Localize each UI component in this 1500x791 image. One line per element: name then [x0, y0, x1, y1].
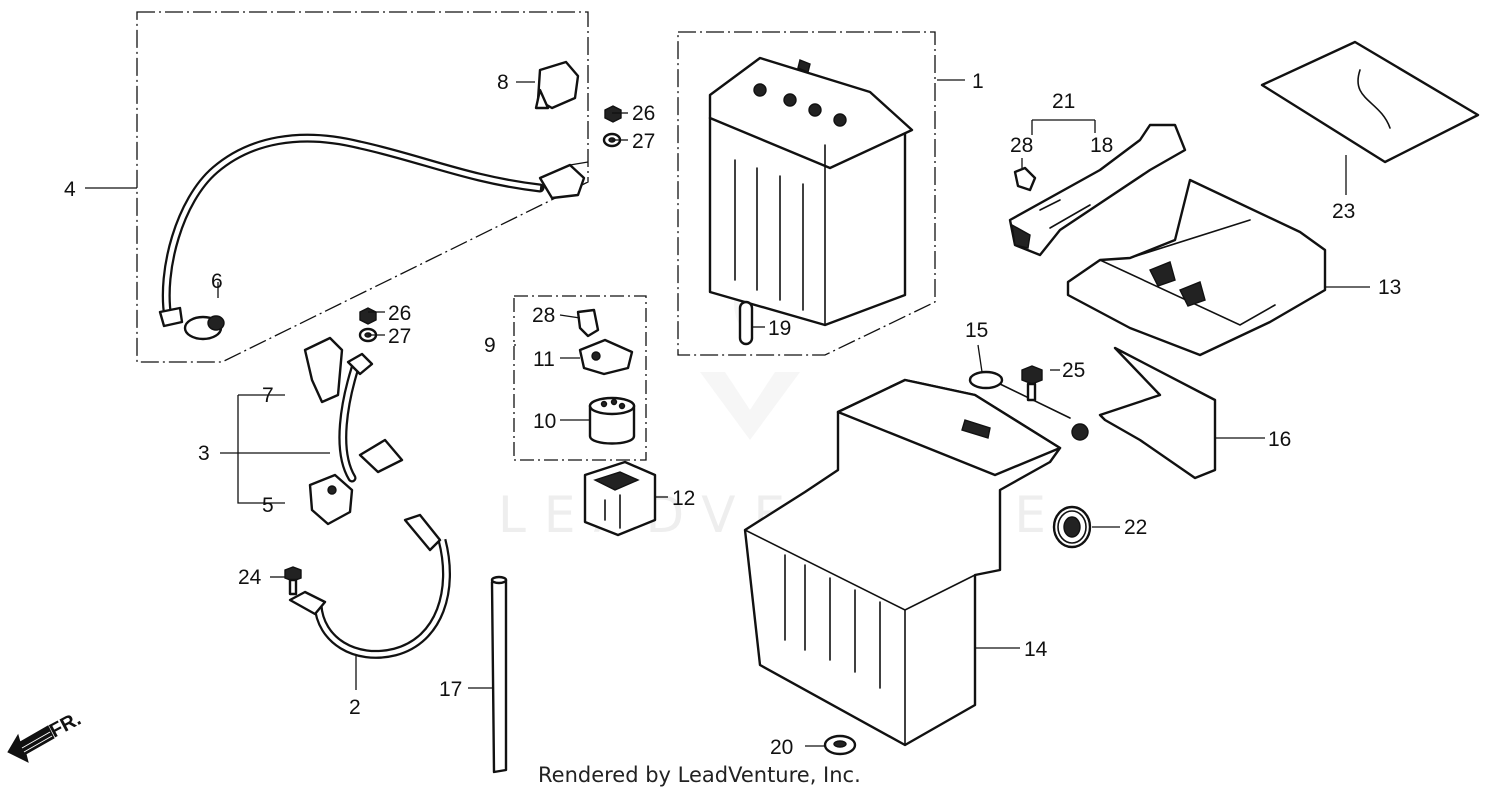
label-part-28-band: 28 [1010, 134, 1033, 157]
label-part-24: 24 [238, 566, 262, 589]
leader-lines [85, 79, 1370, 747]
label-part-4: 4 [64, 178, 76, 201]
label-part-28-relay: 28 [532, 304, 555, 327]
caution-label-part-23 [1260, 40, 1480, 164]
grommet-part-22 [1052, 505, 1092, 549]
breather-tube-part-19 [738, 300, 754, 346]
label-part-13: 13 [1378, 276, 1401, 299]
band-clip-part-28 [1013, 166, 1037, 192]
label-part-16: 16 [1268, 428, 1291, 451]
label-part-19: 19 [768, 317, 791, 340]
bolt-part-25 [1021, 365, 1043, 402]
callout-labels: 1 2 3 4 5 6 7 8 9 10 11 12 13 14 15 16 1… [64, 70, 1401, 759]
render-credit: Rendered by LeadVenture, Inc. [538, 763, 861, 787]
battery-cable-part-4 [158, 133, 586, 328]
fuse-holder-part-11 [578, 338, 634, 376]
terminal-cover-part-7 [303, 336, 344, 404]
breather-tube-part-17 [490, 575, 508, 774]
label-part-8: 8 [497, 71, 509, 94]
label-part-2: 2 [349, 696, 361, 719]
battery-stay-part-16 [1098, 346, 1217, 480]
battery-part-1 [708, 56, 914, 327]
bolt-part-24 [284, 566, 302, 596]
label-part-1: 1 [972, 70, 984, 93]
label-part-3: 3 [198, 442, 210, 465]
group-box-battery-cable [136, 11, 589, 363]
label-part-26-lower: 26 [388, 302, 411, 325]
terminal-cover-part-5 [308, 473, 354, 526]
label-part-9: 9 [484, 334, 496, 357]
label-part-6: 6 [211, 270, 223, 293]
label-part-10: 10 [533, 410, 556, 433]
terminal-cap-part-6 [183, 315, 225, 341]
nut-part-26-lower [359, 307, 377, 325]
label-part-23: 23 [1332, 200, 1355, 223]
label-part-27-lower: 27 [388, 325, 411, 348]
starter-cable-part-3 [338, 352, 404, 483]
label-part-12: 12 [672, 487, 695, 510]
terminal-cover-part-8 [534, 60, 580, 110]
battery-case-part-14 [743, 378, 1062, 747]
ground-cable-part-2 [288, 513, 451, 659]
nut-part-26-top [604, 105, 622, 123]
label-part-5: 5 [262, 494, 274, 517]
fuse-part-28-relay [576, 308, 600, 338]
label-part-15: 15 [965, 319, 988, 342]
label-part-17: 17 [439, 678, 462, 701]
label-part-20: 20 [770, 736, 793, 759]
label-part-25: 25 [1062, 359, 1085, 382]
battery-band-part-18 [1008, 123, 1187, 257]
label-part-18: 18 [1090, 134, 1113, 157]
label-part-11: 11 [533, 348, 555, 371]
label-part-14: 14 [1024, 638, 1048, 661]
label-part-27-top: 27 [632, 130, 655, 153]
battery-cover-part-13 [1066, 178, 1327, 357]
relay-cover-part-12 [583, 460, 657, 537]
label-part-21: 21 [1052, 90, 1075, 113]
label-part-22: 22 [1124, 516, 1147, 539]
label-part-26-top: 26 [632, 102, 655, 125]
group-box-starter-relay [513, 295, 647, 461]
front-direction-arrow-icon [7, 725, 55, 763]
starter-relay-part-10 [588, 396, 636, 445]
label-part-7: 7 [262, 384, 274, 407]
drain-grommet-part-20 [823, 734, 857, 756]
group-box-battery [677, 31, 936, 356]
